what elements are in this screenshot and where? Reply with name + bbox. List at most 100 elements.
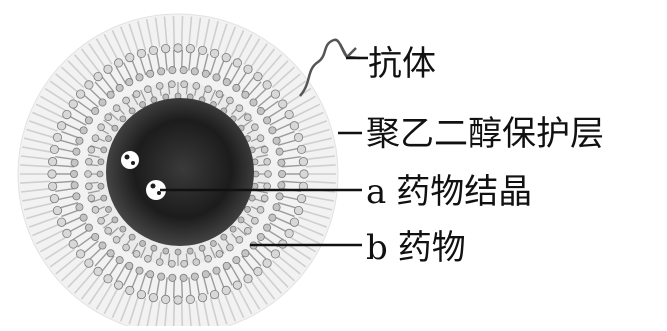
lipid-head (243, 64, 253, 74)
outer-tails-segment (280, 156, 301, 161)
peg-fibers-segment (20, 164, 51, 168)
peg-fibers-segment (111, 290, 126, 319)
lipid-head (268, 213, 277, 222)
peg-fibers-segment (281, 80, 307, 100)
lipid-head (125, 285, 135, 296)
lipid-head (235, 235, 244, 244)
peg-fibers-segment (266, 60, 289, 83)
lipid-head (264, 170, 272, 178)
lipid-head (76, 89, 86, 99)
peg-fibers-segment (271, 259, 295, 282)
peg-fibers-segment (61, 66, 85, 89)
drug-core (106, 98, 254, 246)
lipid-head (198, 244, 206, 252)
lipid-head (150, 96, 158, 104)
lipid-head (173, 43, 183, 53)
outer-tails-segment (55, 187, 76, 192)
lipid-head (112, 104, 121, 113)
peg-fibers-segment (303, 195, 334, 202)
peg-fibers-segment (230, 290, 245, 319)
outer-tails-segment (247, 81, 262, 98)
peg-fibers-segment (55, 73, 80, 94)
lipid-head (244, 113, 252, 122)
lipid-head (139, 240, 146, 247)
lipid-head (84, 170, 92, 178)
lipid-head (128, 107, 136, 115)
lipid-head (226, 96, 234, 105)
peg-fibers-segment (88, 43, 107, 69)
lipid-head (56, 217, 67, 227)
lipid-head (103, 64, 113, 74)
lipid-head (243, 274, 253, 284)
lipid-head (256, 107, 265, 116)
peg-fibers-segment (40, 236, 67, 253)
outer-tails-segment (164, 50, 168, 71)
peg-fibers-segment (128, 23, 140, 53)
peg-fibers-segment (28, 216, 58, 228)
lipid-head (249, 98, 258, 107)
lipid-head (162, 247, 170, 255)
peg-fibers-segment (305, 180, 336, 184)
inner-tails-segment (140, 89, 147, 102)
peg-fibers-segment (73, 54, 95, 78)
lipid-head (229, 225, 237, 233)
lipid-head (260, 194, 269, 203)
lipid-head (47, 169, 57, 179)
peg-fibers-segment (28, 120, 58, 132)
lipid-head (262, 258, 272, 268)
lipid-head (179, 66, 188, 75)
peg-fibers-segment (302, 202, 333, 211)
peg-fibers-segment (26, 209, 56, 220)
lipid-head (87, 194, 96, 203)
lipid-head (125, 52, 135, 63)
lipid-head (85, 182, 93, 191)
lipid-head (70, 181, 79, 190)
lipid-head (210, 240, 217, 247)
peg-fibers-segment (40, 95, 67, 112)
lipid-head (72, 147, 81, 156)
lipid-head (150, 244, 158, 252)
lipid-head (253, 266, 263, 276)
outer-tails-segment (209, 272, 217, 293)
lipid-head (49, 193, 60, 204)
peg-fibers-segment (55, 254, 80, 275)
lipid-head (103, 274, 113, 284)
lipid-head (155, 258, 164, 266)
lipid-head (232, 83, 241, 92)
lipid-head (270, 89, 280, 99)
lipid-head (84, 116, 93, 125)
lipid-head (244, 226, 252, 235)
lipid-head (157, 67, 166, 76)
peg-fibers-segment (32, 111, 61, 125)
lipid-head (146, 270, 155, 279)
outer-tails-segment (101, 255, 115, 273)
peg-fibers-segment (266, 265, 289, 288)
lipid-head (122, 243, 130, 252)
lipid-head (115, 256, 124, 265)
lipid-head (84, 80, 94, 90)
peg-fibers-segment (249, 279, 268, 305)
lipid-head (119, 115, 127, 123)
inner-tails-segment (109, 227, 119, 237)
peg-fibers-segment (67, 265, 90, 288)
lipid-head (62, 228, 72, 238)
lipid-head (237, 216, 245, 224)
lipid-head (84, 258, 94, 268)
peg-fibers-segment (249, 43, 268, 69)
peg-fibers-segment (20, 180, 51, 184)
lipid-head (105, 135, 112, 142)
lipid-head (241, 90, 250, 99)
peg-fibers-segment (35, 229, 64, 245)
lipid-head (226, 243, 234, 252)
lipid-head (204, 255, 212, 263)
lipid-head (221, 52, 231, 63)
peg-fibers-segment (216, 23, 228, 53)
peg-fibers-segment (44, 242, 71, 261)
peg-fibers-segment (261, 54, 283, 78)
lipid-head (97, 123, 105, 132)
lipid-head (222, 78, 231, 87)
lipid-head (91, 206, 100, 214)
peg-fibers-segment (32, 223, 61, 237)
outer-tails-segment (123, 62, 134, 81)
